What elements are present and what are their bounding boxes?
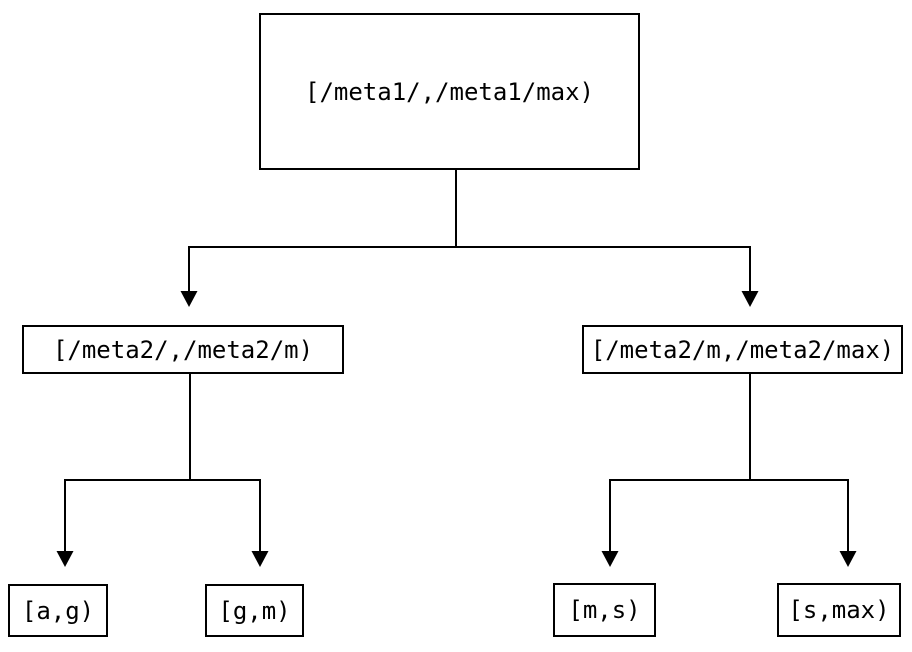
arrowhead-leaf-ag-icon xyxy=(56,551,74,567)
node-leaf-ms: [m,s) xyxy=(553,583,656,637)
node-right-interval: [/meta2/m,/meta2/max) xyxy=(582,325,903,374)
node-leaf-ag: [a,g) xyxy=(8,584,108,637)
arrowhead-left-child-icon xyxy=(180,291,198,307)
node-root-label: [/meta1/,/meta1/max) xyxy=(305,77,594,106)
node-leaf-smax-label: [s,max) xyxy=(788,596,890,624)
node-leaf-ms-label: [m,s) xyxy=(568,596,641,624)
node-leaf-gm-label: [g,m) xyxy=(218,596,291,625)
arrowhead-leaf-gm-icon xyxy=(251,551,269,567)
arrowhead-leaf-smax-icon xyxy=(839,551,857,567)
arrowhead-leaf-ms-icon xyxy=(601,551,619,567)
node-leaf-smax: [s,max) xyxy=(777,583,901,637)
node-root-interval: [/meta1/,/meta1/max) xyxy=(259,13,640,170)
node-leaf-ag-label: [a,g) xyxy=(21,596,95,625)
node-leaf-gm: [g,m) xyxy=(205,584,304,637)
arrowhead-right-child-icon xyxy=(741,291,759,307)
node-right-label: [/meta2/m,/meta2/max) xyxy=(590,335,895,364)
node-left-label: [/meta2/,/meta2/m) xyxy=(52,335,314,364)
node-left-interval: [/meta2/,/meta2/m) xyxy=(22,325,344,374)
